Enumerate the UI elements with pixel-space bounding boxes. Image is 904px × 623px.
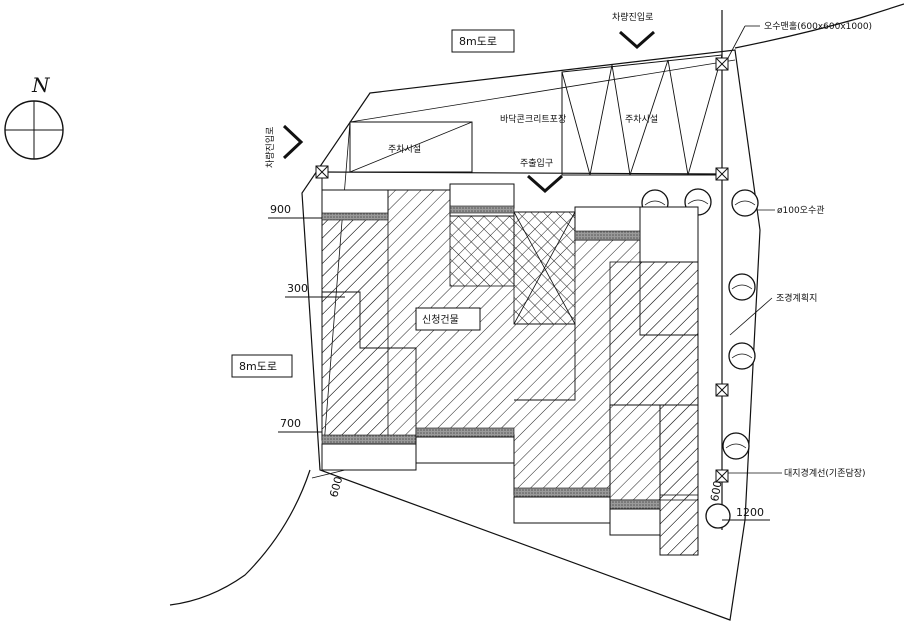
manhole-callout: 오수맨홀(600x600x1000): [727, 20, 872, 59]
main-entrance: 주출입구: [520, 157, 563, 194]
dimension-600-left: 600: [311, 469, 345, 499]
svg-text:주출입구: 주출입구: [520, 157, 553, 169]
svg-text:주차시설: 주차시설: [388, 143, 421, 155]
svg-text:300: 300: [287, 282, 308, 295]
road-curve-top: [734, 3, 904, 49]
manhole-icon: [715, 383, 729, 397]
concrete-paving-label: 바닥콘크리트포장: [500, 114, 566, 125]
svg-text:신청건물: 신청건물: [422, 314, 459, 326]
manhole-icon: [715, 57, 729, 71]
dimension-700: 700: [278, 417, 322, 433]
tree-icon: [728, 273, 756, 301]
north-arrow: N: [4, 73, 64, 160]
svg-text:ø100오수관: ø100오수관: [777, 205, 825, 216]
manhole-icon: [715, 469, 729, 483]
north-label: N: [31, 73, 51, 97]
parking-left: 주차시설: [349, 121, 473, 173]
dimension-300: 300: [285, 282, 345, 298]
dimension-1200: 1200: [722, 506, 770, 521]
landscape-callout: 조경계획지: [729, 292, 817, 336]
sewer-line-top: [321, 171, 723, 175]
road-curve-left: [169, 469, 311, 606]
new-building-label: 신청건물: [415, 307, 481, 331]
road-label-left: 8m도로: [231, 354, 293, 378]
site-boundary: [301, 49, 761, 621]
tree-icon: [705, 503, 731, 529]
sewer-pipe-callout: ø100오수관: [758, 205, 825, 216]
svg-text:8m도로: 8m도로: [239, 360, 277, 373]
svg-text:900: 900: [270, 203, 291, 216]
svg-text:오수맨홀(600x600x1000): 오수맨홀(600x600x1000): [764, 20, 872, 32]
parking-right: 주차시설: [561, 54, 723, 176]
vehicle-entry-left: 차량진입로: [264, 124, 304, 168]
tree-icon: [722, 432, 750, 460]
manhole-icon: [315, 165, 329, 179]
svg-text:8m도로: 8m도로: [459, 35, 497, 48]
svg-text:주차시설: 주차시설: [625, 113, 658, 125]
svg-text:600: 600: [327, 475, 345, 499]
svg-text:1200: 1200: [736, 506, 764, 519]
svg-text:차량진입로: 차량진입로: [612, 11, 653, 23]
svg-text:조경계획지: 조경계획지: [776, 292, 817, 304]
svg-text:차량진입로: 차량진입로: [264, 127, 276, 168]
tree-icon: [728, 342, 756, 370]
inner-boundary-top: [349, 59, 736, 123]
building-footprint: [321, 183, 699, 556]
manhole-icon: [715, 167, 729, 181]
dimension-600-right: 600: [708, 480, 724, 503]
svg-text:600: 600: [708, 480, 724, 503]
boundary-callout: 대지경계선(기존담장): [728, 467, 866, 479]
svg-text:대지경계선(기존담장): 대지경계선(기존담장): [784, 467, 866, 479]
road-label-top: 8m도로: [451, 29, 515, 53]
vehicle-entry-top: 차량진입로: [612, 11, 655, 50]
svg-text:700: 700: [280, 417, 301, 430]
tree-icon: [731, 189, 759, 217]
dimension-900: 900: [268, 203, 322, 219]
